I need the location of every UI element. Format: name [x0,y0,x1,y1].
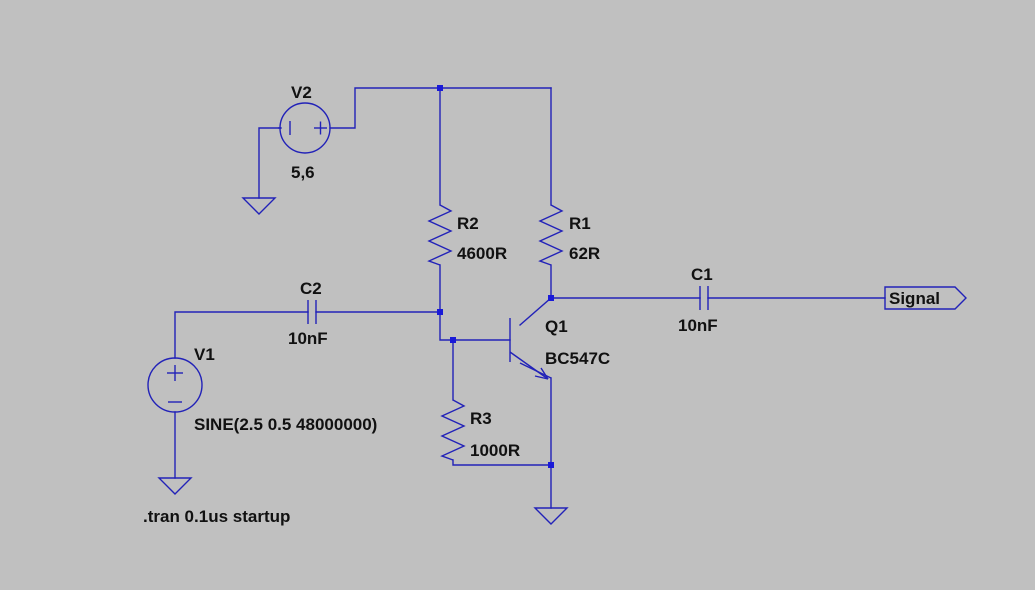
r1-name: R1 [569,214,591,233]
net-label-signal[interactable]: Signal [889,289,940,308]
junctions [437,85,554,468]
v1-value: SINE(2.5 0.5 48000000) [194,415,377,434]
q1-name: Q1 [545,317,568,336]
junction-dot [548,295,554,301]
r2-value: 4600R [457,244,507,263]
r2-name: R2 [457,214,479,233]
capacitor-c2[interactable] [307,300,317,324]
ground-symbol-v2 [241,197,277,215]
capacitor-c1[interactable] [699,286,709,310]
junction-dot [437,85,443,91]
ground-symbol-v1 [157,477,193,495]
c2-name: C2 [300,279,322,298]
v2-name: V2 [291,83,312,102]
ground-symbol-emitter [533,507,569,525]
c1-name: C1 [691,265,713,284]
spice-directive[interactable]: .tran 0.1us startup [143,507,290,526]
wire-v1-to-c2[interactable] [174,311,309,359]
c1-value: 10nF [678,316,718,335]
voltage-source-v1[interactable] [147,357,203,413]
wire-v2-to-ground[interactable] [258,127,282,199]
labels: V2 5,6 R2 4600R R1 62R C1 10nF C2 10nF Q… [143,83,940,526]
resistor-r1[interactable] [538,204,564,266]
r3-name: R3 [470,409,492,428]
transistor-q1[interactable] [509,318,552,380]
voltage-source-v2[interactable] [278,102,331,154]
junction-dot [450,337,456,343]
v2-value: 5,6 [291,163,315,182]
junction-dot [548,462,554,468]
wire-r2-to-base-node[interactable] [439,264,511,341]
r1-value: 62R [569,244,600,263]
wires [174,87,886,509]
junction-dot [437,309,443,315]
q1-value: BC547C [545,349,610,368]
wire-v2-to-supply-rail[interactable] [329,87,552,129]
wire-r3-to-ground-node[interactable] [452,459,552,466]
resistor-r3[interactable] [440,399,466,461]
net-label-flag[interactable] [884,286,967,310]
c2-value: 10nF [288,329,328,348]
r3-value: 1000R [470,441,520,460]
v1-name: V1 [194,345,215,364]
resistor-r2[interactable] [427,204,453,266]
